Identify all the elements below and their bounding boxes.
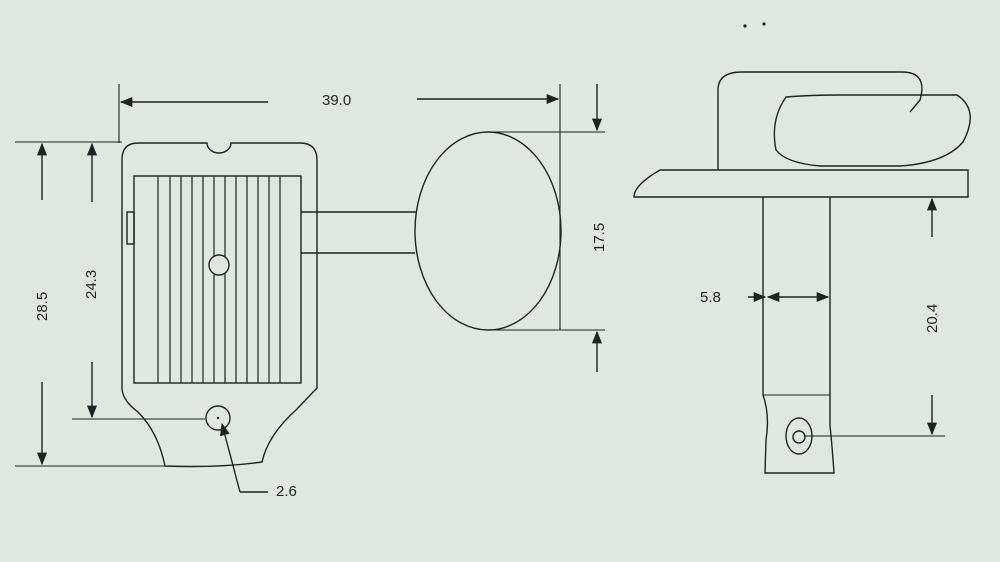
tuner-shaft xyxy=(301,211,417,254)
side-view-tuner xyxy=(633,71,971,474)
dimension-hole-diameter: 2.6 xyxy=(276,483,297,500)
dimension-body-height: 28.5 xyxy=(34,291,51,321)
tuner-button xyxy=(414,131,562,331)
dimension-overall-width: 39.0 xyxy=(322,92,352,109)
dimension-button-height: 17.5 xyxy=(591,222,608,252)
dimension-inner-height: 24.3 xyxy=(83,269,100,299)
dimension-post-length: 20.4 xyxy=(924,303,941,333)
dimension-post-diameter: 5.8 xyxy=(700,289,721,306)
shaft-hole xyxy=(208,254,230,276)
mounting-hole xyxy=(205,405,231,431)
tuner-housing xyxy=(121,142,318,468)
gear-grid xyxy=(157,176,281,383)
